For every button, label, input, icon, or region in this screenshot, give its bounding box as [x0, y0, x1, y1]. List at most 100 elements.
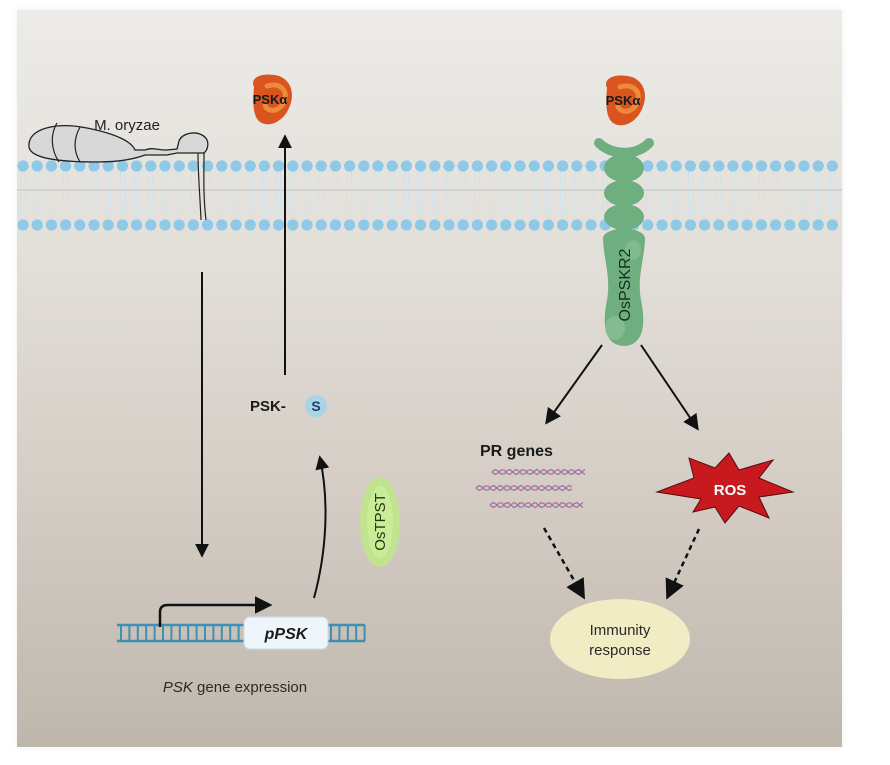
phospholipid-head [88, 160, 100, 172]
phospholipid-head [486, 219, 498, 231]
phospholipid-head [514, 160, 526, 172]
phospholipid-head [88, 219, 100, 231]
phospholipid-head [755, 160, 768, 172]
psk-alpha-ligand-left: PSKα [253, 74, 292, 125]
pathway-diagram: M. oryzae PSKα PSK- S OsTPST pPSK PSK ge… [17, 74, 842, 696]
phospholipid-head [187, 160, 199, 172]
phospholipid-head [571, 219, 583, 231]
phospholipid-head [400, 219, 412, 231]
phospholipid-head [585, 219, 597, 231]
phospholipid-head [244, 160, 256, 172]
pr-genes-label: PR genes [480, 443, 553, 460]
phospholipid-head [429, 219, 441, 231]
phospholipid-head [443, 219, 455, 231]
phospholipid-head [826, 219, 839, 231]
phospholipid-head [770, 219, 782, 231]
phospholipid-head [656, 219, 668, 231]
pr-gene-strand [491, 468, 586, 476]
phospholipid-head [145, 160, 157, 172]
gene-expression-caption: PSK gene expression [163, 679, 307, 696]
phospholipid-head [344, 160, 356, 172]
phospholipid-head [273, 160, 285, 172]
ostpst-enzyme: OsTPST [360, 477, 400, 567]
ospskr2-receptor: OsPSKR2 [594, 138, 654, 346]
phospholipid-head [429, 160, 441, 172]
ros-label: ROS [714, 482, 747, 499]
ros-burst: ROS [655, 452, 795, 524]
phospholipid-head [60, 160, 72, 172]
phospholipid-head [329, 219, 341, 231]
pathogen-label: M. oryzae [94, 117, 160, 134]
phospholipid-head [216, 219, 228, 231]
phospholipid-head [386, 219, 398, 231]
phospholipid-head [344, 219, 356, 231]
dashed-arrow-pr-to-immunity [542, 527, 585, 600]
psk-alpha-label-right: PSKα [606, 93, 641, 108]
cell-membrane [17, 160, 842, 231]
psk-alpha-label-left: PSKα [253, 92, 288, 107]
transcription-start-arrow [158, 596, 273, 627]
phospholipid-head [386, 160, 398, 172]
phospholipid-head [642, 219, 654, 231]
phospholipid-head [784, 160, 796, 172]
phospholipid-head [145, 219, 157, 231]
phospholipid-head [74, 219, 86, 231]
enzyme-label: OsTPST [372, 493, 389, 551]
psk-gene: pPSK PSK gene expression [117, 596, 366, 696]
phospholipid-head [500, 160, 512, 172]
arrow-to-pr-genes [545, 344, 603, 425]
phospholipid-head [258, 219, 270, 231]
phospholipid-head [173, 160, 185, 172]
sulfate-label: S [311, 398, 320, 414]
phospholipid-head [230, 160, 242, 172]
phospholipid-head [699, 219, 711, 231]
phospholipid-head [670, 219, 682, 231]
sulfation-arrow [313, 455, 330, 599]
phospholipid-head [173, 219, 185, 231]
pr-gene-strand [489, 501, 584, 509]
phospholipid-head [812, 160, 824, 172]
phospholipid-head [727, 160, 739, 172]
phospholipid-head [45, 219, 57, 231]
phospholipid-head [159, 160, 171, 172]
phospholipid-head [372, 219, 384, 231]
phospholipid-head [116, 160, 128, 172]
phospholipid-head [74, 160, 86, 172]
dashed-arrow-ros-to-immunity [665, 528, 701, 600]
phospholipid-head [471, 219, 483, 231]
phospholipid-head [116, 219, 128, 231]
gene-expression-italic: PSK [163, 679, 194, 696]
phospholipid-head [230, 219, 242, 231]
phospholipid-head [443, 160, 455, 172]
phospholipid-head [670, 160, 682, 172]
phospholipid-head [542, 160, 555, 172]
phospholipid-head [542, 219, 555, 231]
phospholipid-head [684, 160, 697, 172]
phospholipid-head [45, 160, 57, 172]
phospholipid-head [415, 160, 427, 172]
phospholipid-head [102, 219, 114, 231]
phospholipid-head [571, 160, 583, 172]
phospholipid-head [812, 219, 824, 231]
phospholipid-head [826, 160, 839, 172]
phospholipid-head [457, 219, 469, 231]
promoter-box [243, 616, 329, 650]
pr-gene-strand [489, 501, 584, 509]
phospholipid-head [798, 219, 810, 231]
phospholipid-head [60, 219, 72, 231]
phospholipid-head [329, 160, 341, 172]
phospholipid-head [301, 219, 313, 231]
phospholipid-head [557, 219, 569, 231]
phospholipid-head [31, 219, 43, 231]
phospholipid-head [713, 219, 725, 231]
phospholipid-head [358, 160, 370, 172]
phospholipid-head [471, 160, 483, 172]
m-oryzae-fungus: M. oryzae [28, 117, 209, 221]
psk-alpha-ligand-right: PSKα [606, 75, 645, 126]
receptor-label: OsPSKR2 [617, 248, 634, 321]
phospholipid-head [187, 219, 199, 231]
phospholipid-head [287, 219, 299, 231]
phospholipid-head [17, 160, 29, 172]
immunity-line2: response [589, 642, 651, 659]
phospholipid-head [585, 160, 597, 172]
